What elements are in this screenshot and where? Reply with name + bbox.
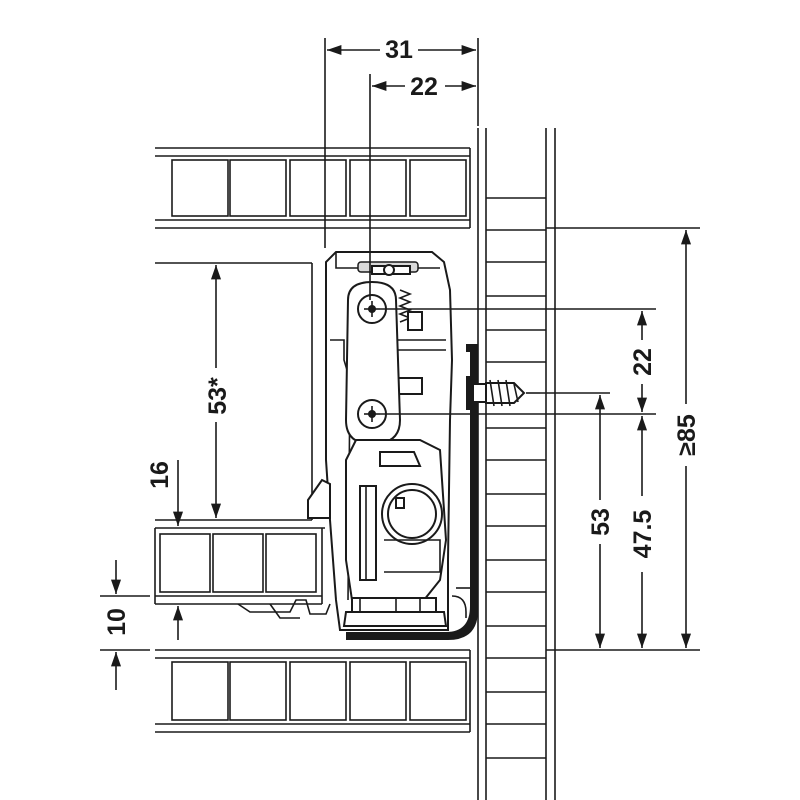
- mounting-screw: [466, 376, 540, 410]
- top-shelf-panel: [155, 147, 471, 229]
- dim-label-53-star: 53*: [204, 377, 232, 415]
- drawer-side: [155, 262, 325, 529]
- runner-mechanism: [237, 251, 478, 640]
- dim-label-22-top: 22: [410, 73, 438, 101]
- bottom-shelf-panel: [155, 649, 471, 733]
- dim-label-22-right: 22: [629, 348, 657, 376]
- dim-label-47-5: 47.5: [629, 510, 657, 559]
- cabinet-side-panel: [477, 128, 556, 800]
- dim-label-min-85: ≥85: [673, 414, 701, 456]
- dim-label-53-bottom: 53: [587, 508, 615, 536]
- cabinet-panel-cells: [486, 197, 546, 759]
- dimension-labels: 31 22 53* 16 10 22 53 47.5 ≥85: [100, 33, 702, 642]
- drawer-bottom-panel: [154, 528, 323, 605]
- dim-label-10: 10: [103, 608, 131, 636]
- dim-label-31: 31: [385, 36, 413, 64]
- dim-label-16: 16: [146, 461, 174, 489]
- extension-lines: [100, 38, 700, 651]
